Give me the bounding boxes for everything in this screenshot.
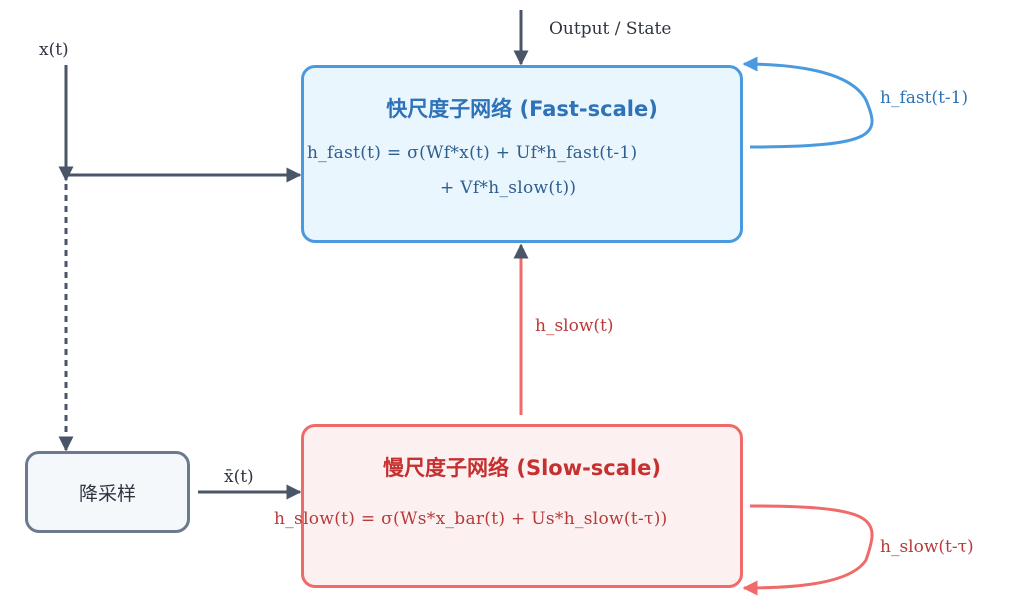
slow-network-title: 慢尺度子网络 (Slow-scale)	[383, 456, 661, 480]
downsample-label: 降采样	[78, 482, 136, 505]
slow-recurrence-label: h_slow(t-τ)	[880, 537, 974, 557]
slow-recurrence-loop	[742, 504, 874, 596]
input-label: x(t)	[39, 40, 69, 60]
slow-equation: h_slow(t) = σ(Ws*x_bar(t) + Us*h_slow(t-…	[274, 509, 668, 529]
output-label: Output / State	[549, 19, 672, 39]
slow-scale-network-box: 慢尺度子网络 (Slow-scale)	[301, 424, 743, 588]
fast-equation-line1: h_fast(t) = σ(Wf*x(t) + Uf*h_fast(t-1)	[307, 143, 638, 163]
slow-to-fast-label: h_slow(t)	[535, 316, 614, 336]
downsampled-input-label: x̄(t)	[224, 467, 254, 487]
fast-recurrence-loop	[742, 56, 874, 149]
fast-network-title: 快尺度子网络 (Fast-scale)	[386, 97, 658, 121]
downsample-box: 降采样	[25, 451, 190, 533]
fast-scale-network-box: 快尺度子网络 (Fast-scale)	[301, 65, 743, 243]
fast-equation-line2: + Vf*h_slow(t))	[440, 178, 577, 198]
fast-recurrence-label: h_fast(t-1)	[880, 88, 969, 108]
